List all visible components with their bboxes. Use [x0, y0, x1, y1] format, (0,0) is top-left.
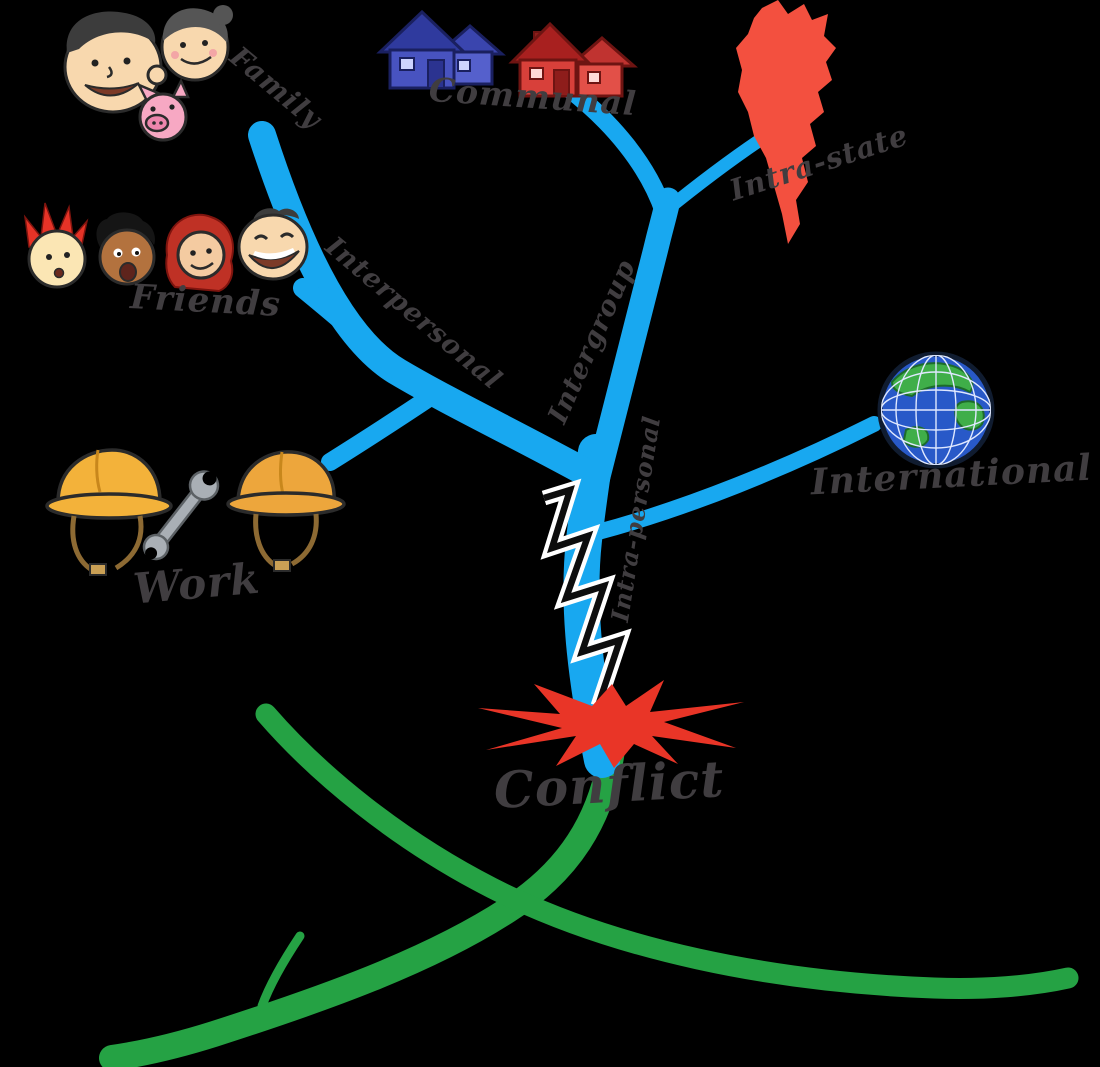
explosion-burst-icon	[478, 680, 744, 768]
globe-grid	[881, 355, 991, 465]
friend3-eye	[190, 250, 196, 256]
friend2-pupil	[117, 252, 121, 256]
intrastate-branch	[657, 133, 767, 219]
friend1-eye	[46, 254, 52, 260]
mother-cheek	[209, 49, 217, 57]
conflict-center-label: Conflict	[492, 749, 725, 820]
father-ear	[146, 64, 168, 86]
pig-nostril	[159, 121, 163, 125]
hard-hat-right-ridge	[279, 451, 285, 495]
friend1-mouth	[53, 267, 65, 279]
red-house-2-window	[587, 71, 601, 84]
blue-house-1-door	[427, 59, 445, 89]
blue-house-1-window	[399, 57, 415, 71]
pig-nostril	[152, 121, 156, 125]
family-faces-icon	[63, 5, 233, 142]
hard-hat-right-strap	[290, 513, 319, 567]
mother-hair-bun	[213, 5, 233, 25]
strap-buckle	[273, 559, 291, 572]
pig-snout	[144, 113, 170, 133]
hard-hat-left-brim	[45, 492, 173, 520]
father-eye	[91, 59, 99, 67]
friend3-face	[176, 230, 226, 280]
root-branch-left	[99, 737, 625, 1067]
red-house-1-window	[529, 67, 544, 80]
friend4-closed-eye	[253, 234, 269, 241]
work-branch	[321, 387, 441, 471]
wrench-jaw-notch	[145, 547, 158, 560]
pig-eye	[169, 104, 175, 110]
father-eye	[123, 57, 131, 65]
houses-icon	[376, 9, 638, 98]
friends-label: Friends	[128, 277, 282, 325]
friend4-closed-eye	[279, 232, 295, 239]
red-house-1-door	[553, 69, 570, 97]
blue-houses	[376, 9, 506, 90]
lightning-bolt-icon	[540, 478, 632, 709]
friends-branch	[293, 278, 412, 384]
pig-eye	[150, 106, 156, 112]
friend1-face	[27, 229, 87, 289]
friend2-pupil	[135, 251, 139, 255]
mother-eye	[202, 40, 208, 46]
hard-hat-right-brim	[226, 491, 346, 517]
mother-hair	[162, 8, 228, 43]
father-smile	[84, 82, 140, 97]
mother-smile	[180, 55, 212, 65]
friend2-mouth	[119, 262, 137, 282]
pig-ear	[170, 78, 190, 99]
friend3-smile	[190, 262, 214, 270]
work-label: Work	[131, 554, 262, 614]
root-branch-right	[255, 703, 1079, 1000]
friends-faces-icon	[23, 202, 309, 293]
hard-hats-wrench-icon	[45, 448, 346, 576]
root-branches	[99, 703, 1079, 1067]
mother-cheek	[171, 51, 179, 59]
root-branch-twig	[257, 931, 305, 1011]
friend3-eye	[206, 248, 212, 254]
friend4-teeth	[253, 248, 295, 260]
hard-hat-right-strap	[253, 513, 278, 569]
father-nose	[106, 66, 113, 79]
wrench-jaw-notch	[202, 471, 217, 486]
communal-branch	[559, 79, 673, 221]
hard-hat-left-strap	[70, 515, 94, 573]
friend2-face	[98, 228, 156, 286]
hard-hat-left	[56, 448, 162, 504]
hard-hat-right	[226, 450, 346, 572]
international-branch	[590, 416, 882, 540]
bolt-core	[543, 485, 626, 708]
hard-hat-left-ridge	[95, 449, 102, 493]
strap-buckle	[89, 563, 107, 576]
friend4-face	[237, 213, 309, 281]
father-hair	[66, 11, 156, 53]
red-houses	[508, 21, 638, 98]
hard-hat-right-dome	[236, 450, 336, 504]
mother-eye	[180, 42, 186, 48]
wrench-icon	[142, 470, 220, 561]
country-map-icon	[736, 0, 836, 244]
globe-icon	[877, 351, 995, 469]
hard-hat-left-strap	[114, 515, 144, 571]
friend1-eye	[64, 252, 70, 258]
blue-house-2-window	[457, 59, 471, 72]
